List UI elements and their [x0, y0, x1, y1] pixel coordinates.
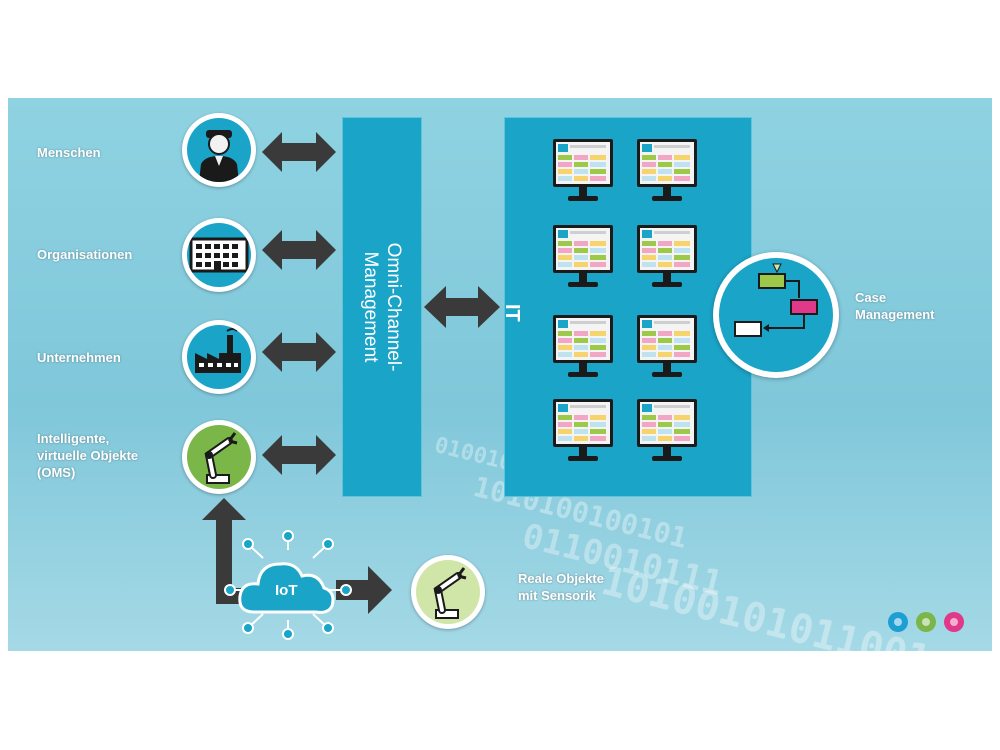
omni-line: Management	[360, 251, 381, 363]
label-line: Case	[855, 290, 887, 305]
robot-arm-icon	[433, 567, 467, 619]
omni-channel-box: Omni-Channel- Management	[342, 117, 422, 497]
monitor-dashboard-icon	[636, 398, 698, 464]
label-line: mit Sensorik	[518, 588, 597, 603]
organisationen-circle	[182, 218, 256, 292]
double-arrow-omni-it	[424, 286, 500, 328]
omni-channel-label: Omni-Channel- Management	[359, 243, 405, 372]
monitor-dashboard-icon	[552, 138, 614, 204]
label-line: Reale Objekte	[518, 571, 604, 586]
label-organisationen: Organisationen	[37, 247, 133, 262]
intelligente-objekte-circle	[182, 420, 256, 494]
right-arrow-iot	[336, 566, 392, 614]
menschen-circle	[182, 113, 256, 187]
label-line: (OMS)	[37, 465, 76, 480]
diagram-panel: 01001010011 1010100100101 0110010111 101…	[8, 98, 992, 651]
iot-label: IoT	[275, 582, 298, 599]
double-arrow-organisationen	[262, 230, 336, 270]
monitor-dashboard-icon	[636, 224, 698, 290]
label-menschen: Menschen	[37, 145, 101, 160]
monitor-dashboard-icon	[636, 138, 698, 204]
label-line: virtuelle Objekte	[37, 448, 139, 463]
case-management-label: Case Management	[855, 289, 934, 323]
omni-line: Omni-Channel-	[383, 242, 404, 372]
case-management-circle	[713, 252, 839, 378]
building-icon	[189, 237, 249, 273]
robot-arm-icon	[204, 432, 238, 484]
label-line: Intelligente,	[37, 431, 110, 446]
process-flow-icon	[734, 263, 818, 337]
unternehmen-circle	[182, 320, 256, 394]
reale-objekte-label: Reale Objekte mit Sensorik	[518, 570, 604, 604]
monitor-dashboard-icon	[552, 314, 614, 380]
label-intelligente-objekte: Intelligente, virtuelle Objekte (OMS)	[37, 430, 138, 481]
monitor-dashboard-icon	[636, 314, 698, 380]
double-arrow-intelligente	[262, 435, 336, 475]
label-line: Management	[855, 307, 935, 322]
iot-cloud-icon	[224, 530, 352, 640]
person-icon	[199, 130, 239, 182]
factory-icon	[195, 328, 241, 373]
reale-objekte-circle	[411, 555, 485, 629]
monitor-dashboard-icon	[552, 224, 614, 290]
up-arrow-iot	[202, 498, 246, 588]
label-unternehmen: Unternehmen	[37, 350, 121, 365]
double-arrow-unternehmen	[262, 332, 336, 372]
logo-dots-icon	[888, 612, 964, 632]
monitor-dashboard-icon	[552, 398, 614, 464]
it-box: IT	[501, 117, 752, 497]
it-label: IT	[501, 304, 523, 322]
double-arrow-menschen	[262, 132, 336, 172]
